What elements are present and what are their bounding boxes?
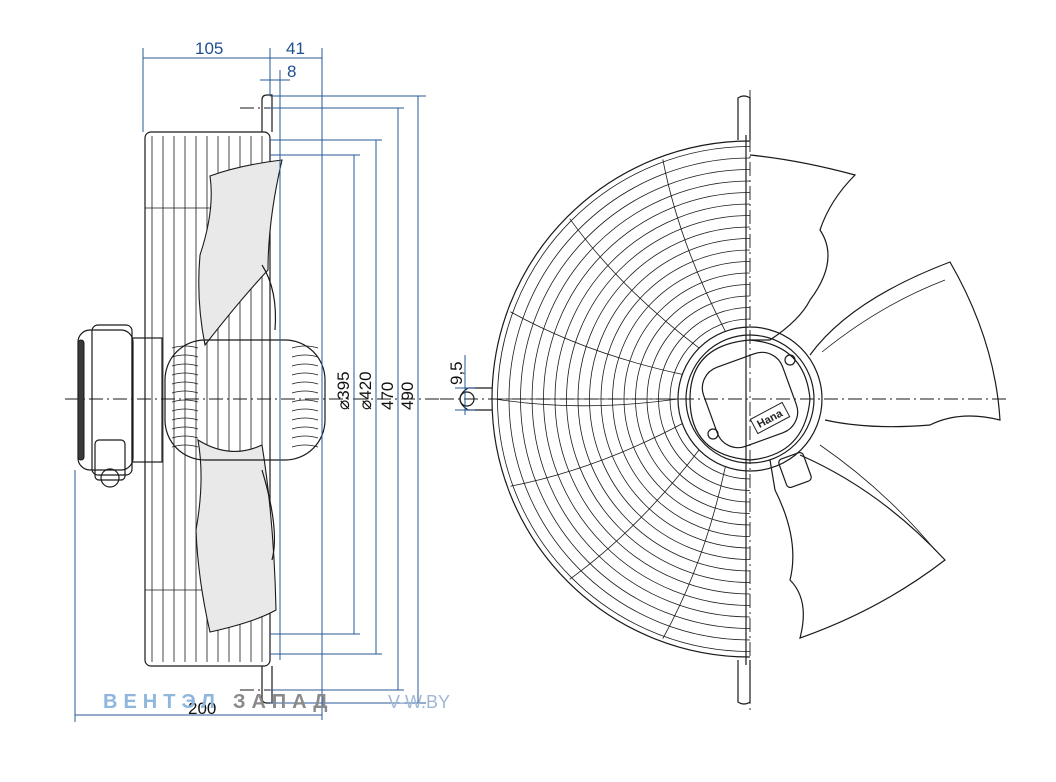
motor-fin	[171, 363, 199, 367]
motor-fin	[291, 444, 319, 448]
grille-spoke	[510, 423, 683, 487]
motor-fin	[291, 426, 319, 430]
dim-8: 8	[287, 62, 296, 81]
top-bracket	[261, 94, 273, 132]
motor-fin	[291, 345, 319, 349]
motor-ring-outer	[677, 326, 823, 472]
grille-spokes	[492, 159, 726, 639]
watermark: ВЕНТЭЛ ЗАПАД V-W.BY	[103, 691, 450, 713]
motor-fin	[171, 417, 199, 421]
blade-front-top	[749, 154, 857, 341]
front-bottom-bracket	[737, 690, 751, 705]
motor-cover	[701, 351, 799, 449]
motor-fin	[291, 381, 319, 385]
motor-fin	[171, 354, 199, 358]
blade-front-right	[809, 261, 1001, 428]
front-top-bracket	[737, 95, 751, 110]
grille-spoke	[569, 218, 700, 349]
cable-gland	[94, 439, 126, 481]
grille-spoke	[662, 466, 726, 639]
motor-fin	[171, 399, 199, 403]
dim-395: ⌀395	[334, 371, 353, 410]
motor-fin	[171, 408, 199, 412]
motor-fin	[171, 345, 199, 349]
motor-fin	[291, 390, 319, 394]
motor-fin	[291, 408, 319, 412]
screw-2	[707, 428, 719, 440]
bottom-bracket	[261, 666, 273, 704]
motor-fins	[171, 345, 319, 448]
blade-front-bottom	[769, 454, 946, 639]
grille-spoke	[510, 311, 683, 375]
motor-hub	[164, 339, 326, 461]
dim-470: 470	[378, 382, 397, 410]
dim-105: 105	[195, 39, 223, 58]
blade-side-bottom	[195, 438, 277, 633]
motor-fin	[171, 435, 199, 439]
grille-spoke	[494, 398, 679, 407]
motor-fin	[291, 354, 319, 358]
motor-fin	[291, 363, 319, 367]
dim-420: ⌀420	[356, 371, 375, 410]
motor-fin	[291, 435, 319, 439]
watermark-brand-1: ВЕНТЭЛ	[103, 691, 221, 713]
grille-spoke	[569, 449, 700, 580]
screw-1	[784, 354, 796, 366]
watermark-site: V-W.BY	[388, 692, 450, 712]
motor-fin	[291, 417, 319, 421]
side-view: 105 41 8 200 ⌀395 ⌀420 470 490	[65, 39, 440, 722]
side-dimensions	[74, 48, 426, 722]
motor-fin	[171, 390, 199, 394]
grille-spoke	[662, 159, 726, 332]
front-view: 9,5 Hana	[440, 90, 1010, 710]
motor-fin	[291, 399, 319, 403]
motor-fin	[171, 372, 199, 376]
dim-200: 200	[188, 699, 216, 718]
blade-side-top	[198, 159, 283, 347]
watermark-brand-2: ЗАПАД	[233, 691, 334, 713]
dim-9-5: 9,5	[447, 361, 466, 385]
motor-fin	[291, 372, 319, 376]
dim-490: 490	[398, 382, 417, 410]
motor-housing	[689, 339, 811, 461]
motor-fin	[171, 381, 199, 385]
motor-fin	[171, 444, 199, 448]
front-cable-gland	[778, 451, 812, 489]
motor-fin	[171, 426, 199, 430]
grille-frame	[144, 131, 271, 667]
dim-41: 41	[286, 39, 305, 58]
